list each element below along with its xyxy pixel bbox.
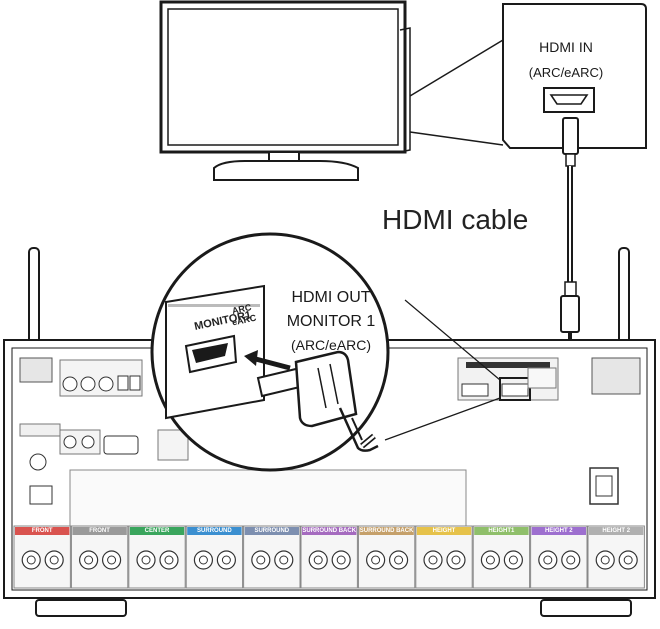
tv-hdmi-port-icon (543, 87, 595, 113)
speaker-terminal-8 (415, 525, 473, 589)
speaker-terminal-10 (530, 525, 588, 589)
hdmi-cable-line (558, 117, 580, 390)
speaker-terminal-6 (300, 525, 358, 589)
speaker-terminal-5 (243, 525, 301, 589)
insert-arrow-icon (244, 350, 291, 371)
speaker-terminal-11 (587, 525, 645, 589)
speaker-terminal-label: FRONT (89, 528, 110, 534)
rca-jacks (69, 469, 467, 527)
speaker-terminal-7 (357, 525, 416, 589)
monitor-1-label: MONITOR 1 (286, 313, 376, 330)
tv-hdmi-in-callout (409, 3, 647, 149)
hdmi-cable-label: HDMI cable (382, 204, 529, 235)
speaker-terminal-label: SURROUND BACK (359, 528, 414, 534)
speaker-terminal-3 (128, 525, 186, 589)
speaker-terminal-label: CENTER (144, 528, 170, 534)
speaker-terminal-2 (70, 525, 129, 589)
speaker-terminal-label: HEIGHT (432, 528, 456, 534)
zoom-callout (150, 232, 501, 472)
speaker-terminal-label: HEIGHT 2 (544, 528, 573, 534)
speaker-terminal-label: HEIGHT1 (488, 528, 515, 534)
hdmi-plug-icon (256, 350, 379, 452)
monitor1-hdmi-port (184, 334, 238, 374)
speaker-terminal-4 (185, 525, 244, 589)
ac-inlet (589, 467, 619, 505)
hdmi-out-arc-label: (ARC/eARC) (290, 337, 372, 353)
tv-arc-label: (ARC/eARC) (528, 65, 604, 80)
speaker-terminal-label: SURROUND (254, 528, 290, 534)
speaker-terminal-1 (13, 525, 71, 589)
speaker-terminal-9 (472, 525, 531, 589)
hdmi-out-label: HDMI OUT (291, 289, 371, 306)
tv-hdmi-in-label: HDMI IN (539, 39, 593, 55)
speaker-terminal-label: SURROUND BACK (302, 528, 357, 534)
speaker-terminal-row (13, 525, 645, 589)
speaker-terminal-label: HEIGHT 2 (602, 528, 631, 534)
speaker-terminal-label: FRONT (31, 528, 53, 534)
speaker-terminal-label: SURROUND (197, 528, 232, 534)
tv (159, 0, 411, 181)
